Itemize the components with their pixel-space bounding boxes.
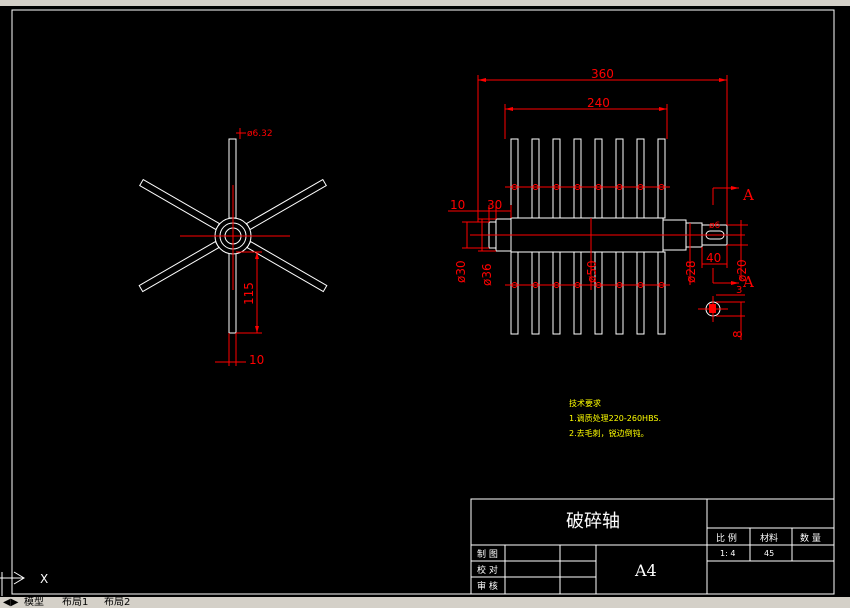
drawn-by-label: 制 图	[477, 548, 498, 560]
dim-key-length: 40	[706, 251, 721, 265]
dim-dia-30: ø30	[454, 260, 468, 283]
tab-layout2[interactable]: 布局2	[104, 597, 131, 608]
dim-dia-20: ø20	[735, 259, 749, 282]
dim-tooth-span: 240	[587, 96, 610, 110]
dim-dia-28: ø28	[684, 260, 698, 283]
tech-req-item-2: 2.去毛刺，锐边倒钝。	[569, 428, 649, 438]
dim-end-10: 10	[450, 198, 465, 212]
reviewed-by-label: 审 核	[477, 580, 498, 592]
tab-layout1[interactable]: 布局1	[62, 597, 89, 608]
dim-dia-6: ø6	[709, 221, 721, 231]
drawing-frame	[11, 9, 835, 595]
section-mark-top: A	[742, 186, 754, 204]
tab-nav-arrows[interactable]: ◀▶	[3, 597, 19, 608]
paper-size: A4	[634, 561, 657, 580]
dim-arm-length: 115	[242, 282, 256, 305]
dim-dia-36: ø36	[480, 263, 494, 286]
material-label: 材料	[760, 532, 778, 544]
side-view: ø6.32 115 10	[138, 128, 328, 367]
tech-req-item-1: 1.调质处理220-260HBS.	[569, 413, 661, 423]
section-mark-bottom: A	[742, 273, 754, 291]
ucs-icon: X	[0, 571, 48, 596]
toolbar-strip	[0, 0, 850, 6]
dim-keyway-depth: 3	[736, 285, 742, 296]
title-block	[470, 498, 835, 595]
dim-dia-50: ø50	[585, 260, 599, 283]
layout-tab-bar	[0, 597, 850, 608]
material-value: 45	[764, 549, 774, 558]
ucs-x-label: X	[40, 572, 48, 586]
dim-overall-length: 360	[591, 67, 614, 81]
dim-hole-dia: ø6.32	[247, 129, 273, 139]
scale-label: 比 例	[716, 532, 737, 544]
tab-model[interactable]: 模型	[24, 597, 44, 608]
dim-keyway-width: 8	[731, 330, 745, 338]
quantity-label: 数 量	[800, 532, 821, 544]
dim-arm-width: 10	[249, 353, 264, 367]
dim-end-30: 30	[487, 198, 502, 212]
scale-value: 1: 4	[720, 549, 735, 558]
technical-requirements: 技术要求 1.调质处理220-260HBS. 2.去毛刺，锐边倒钝。	[569, 398, 661, 438]
checked-by-label: 校 对	[477, 564, 498, 576]
tech-req-title: 技术要求	[569, 398, 601, 408]
part-name: 破碎轴	[566, 511, 620, 532]
front-view: 360 240 10 30 ø30 ø36 ø50 ø28 40	[448, 67, 754, 340]
